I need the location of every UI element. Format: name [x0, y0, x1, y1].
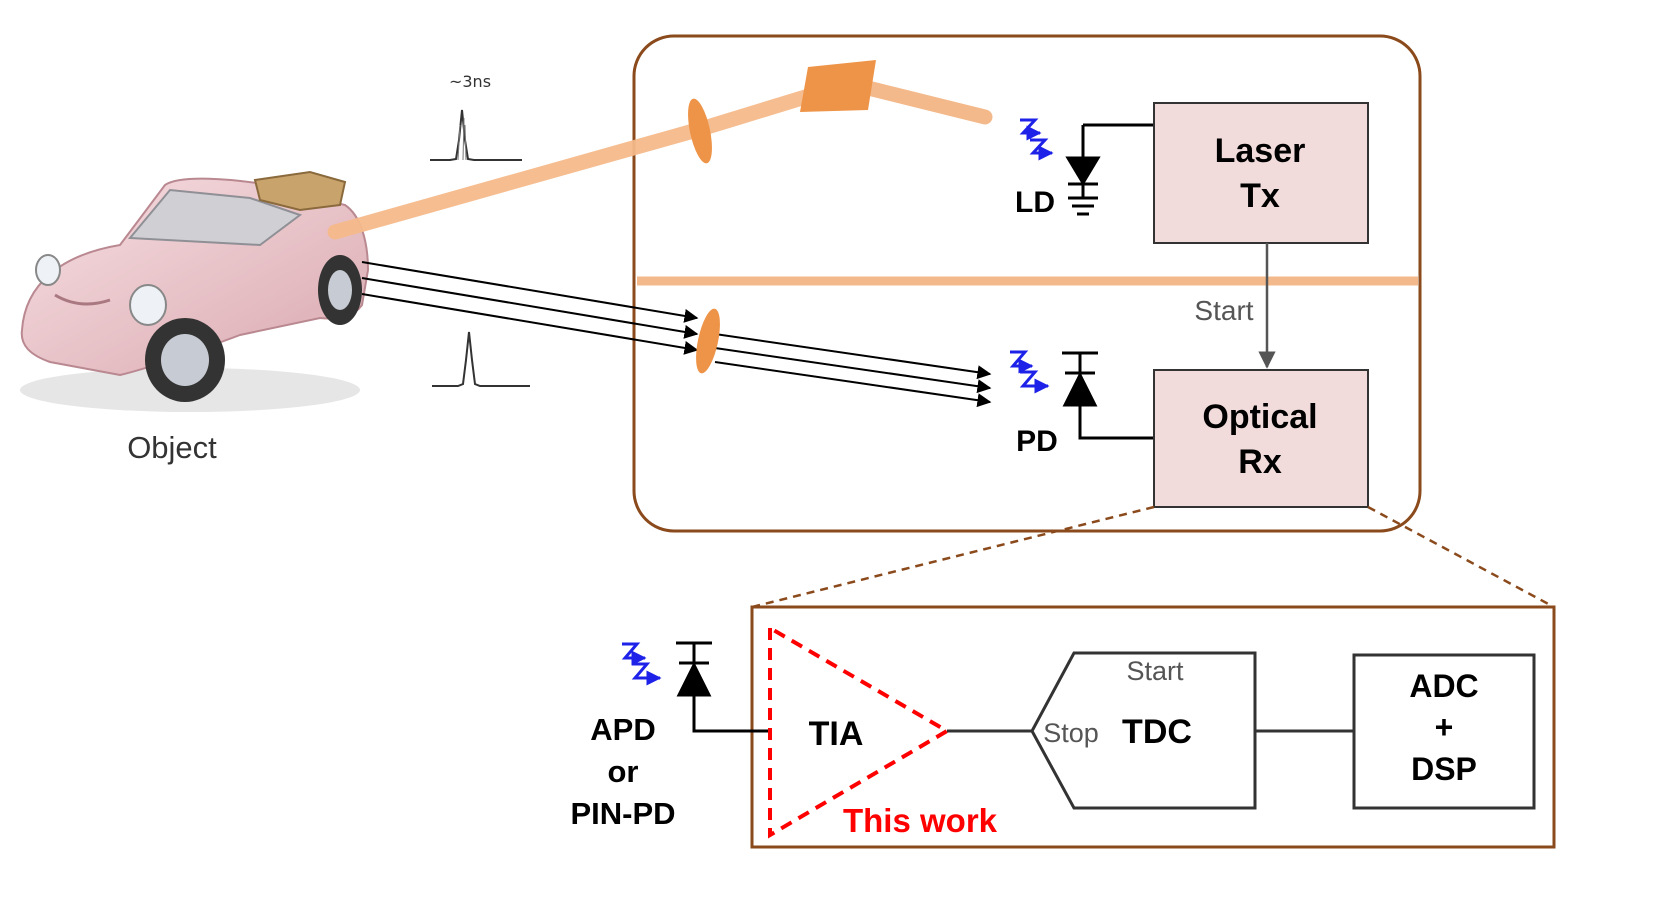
zoom-line-right	[1367, 505, 1555, 609]
optical-rx-block	[1153, 369, 1369, 508]
adc-dsp-label-line2: +	[1435, 709, 1454, 745]
outgoing-laser-beam	[327, 60, 993, 240]
ld-light-emission-icon	[1019, 118, 1054, 161]
tx-pulse-waveform	[430, 109, 522, 161]
optical-rx-label-line1: Optical	[1202, 398, 1317, 436]
receiver-detail-box	[750, 605, 1556, 849]
apd-light-input-icon	[621, 642, 662, 686]
laser-diode-symbol	[1065, 123, 1156, 216]
tdc-stop-label: Stop	[1043, 718, 1099, 748]
car-illustration	[20, 170, 370, 412]
rx-lens	[696, 308, 720, 374]
lidar-enclosure	[632, 34, 1422, 533]
return-beams	[361, 261, 992, 408]
photodiode-symbol	[1062, 351, 1156, 440]
tx-lens	[688, 98, 712, 164]
tia-triangle	[768, 624, 951, 839]
apd-label-line3: PIN-PD	[570, 796, 675, 831]
pd-label: PD	[1016, 425, 1058, 458]
this-work-label: This work	[843, 802, 998, 839]
ld-label: LD	[1015, 186, 1055, 219]
adc-dsp-block	[1352, 653, 1536, 810]
tdc-label: TDC	[1122, 713, 1192, 751]
laser-tx-label-line1: Laser	[1215, 132, 1306, 170]
adc-dsp-label-line3: DSP	[1411, 751, 1477, 787]
tia-label: TIA	[809, 715, 864, 753]
pd-light-input-icon	[1009, 350, 1050, 394]
mirror-shape	[800, 60, 876, 112]
adc-dsp-label-line1: ADC	[1409, 668, 1478, 704]
optical-rx-label-line2: Rx	[1238, 443, 1282, 481]
apd-symbol	[676, 641, 770, 733]
start-signal-label: Start	[1194, 295, 1253, 326]
rx-pulse-waveform	[432, 331, 530, 387]
pulse-width-label: ~3ns	[449, 72, 491, 91]
tdc-start-label: Start	[1126, 656, 1184, 686]
zoom-line-left	[751, 505, 1155, 609]
apd-label-line2: or	[608, 754, 639, 789]
object-label: Object	[127, 430, 217, 465]
laser-tx-block	[1153, 102, 1369, 244]
apd-label-line1: APD	[590, 712, 655, 747]
tdc-block	[1030, 651, 1257, 810]
laser-tx-label-line2: Tx	[1240, 177, 1280, 215]
